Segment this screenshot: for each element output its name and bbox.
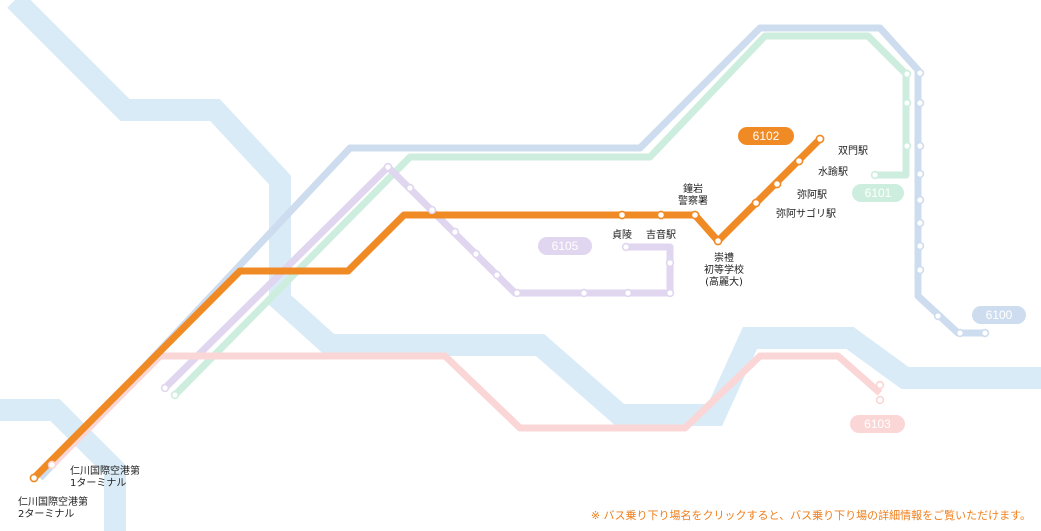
route-6102-stop[interactable] xyxy=(794,156,804,166)
route-6101-stop[interactable] xyxy=(170,390,180,400)
station-label-sungrye[interactable]: 崇禮 初等学校 (高麗大) xyxy=(704,253,744,288)
route-6102-stop[interactable] xyxy=(29,473,39,483)
route-6105-stop[interactable] xyxy=(471,249,481,259)
route-6105-stop[interactable] xyxy=(427,205,437,215)
route-6101-stops xyxy=(170,69,912,400)
route-6100-stop[interactable] xyxy=(915,68,925,78)
route-6105-stop[interactable] xyxy=(383,162,393,172)
route-6103-stop[interactable] xyxy=(875,395,885,405)
route-6103-stop[interactable] xyxy=(47,460,57,470)
route-6103-stops xyxy=(47,380,885,470)
route-6100-stop[interactable] xyxy=(915,141,925,151)
route-6103-stop[interactable] xyxy=(875,380,885,390)
route-6102-stop[interactable] xyxy=(713,236,723,246)
route-6105-stop[interactable] xyxy=(492,270,502,280)
route-6102-stop[interactable] xyxy=(815,134,825,144)
route-6100-line xyxy=(37,24,985,481)
station-label-suyu[interactable]: 水踰駅 xyxy=(818,167,848,178)
route-6100-stop[interactable] xyxy=(915,265,925,275)
route-6100-stop[interactable] xyxy=(933,311,943,321)
station-label-mia[interactable]: 弥阿駅 xyxy=(797,190,827,201)
route-6105-stops xyxy=(160,162,675,393)
route-6100-badge[interactable]: 6100 xyxy=(972,306,1026,324)
route-6100-stop[interactable] xyxy=(915,98,925,108)
route-6100-stop[interactable] xyxy=(980,328,990,338)
route-6105-line xyxy=(162,163,674,391)
route-6102-stop[interactable] xyxy=(751,198,761,208)
route-6102-stop[interactable] xyxy=(690,210,700,220)
route-6105-stop[interactable] xyxy=(512,288,522,298)
route-6105-stop[interactable] xyxy=(623,288,633,298)
route-6101-stop[interactable] xyxy=(902,69,912,79)
route-6101-stop[interactable] xyxy=(870,170,880,180)
route-6101-badge[interactable]: 6101 xyxy=(852,184,904,202)
route-6102-stops xyxy=(29,134,825,483)
route-6100-stop[interactable] xyxy=(915,195,925,205)
station-label-incheon-t1[interactable]: 仁川国際空港第 1ターミナル xyxy=(70,466,140,489)
route-6105-stop[interactable] xyxy=(665,288,675,298)
route-6100-stop[interactable] xyxy=(955,328,965,338)
route-6102-badge[interactable]: 6102 xyxy=(738,127,794,145)
route-6101-stop[interactable] xyxy=(902,141,912,151)
station-label-jongam[interactable]: 鐘岩 警察署 xyxy=(678,184,708,207)
route-6105-badge[interactable]: 6105 xyxy=(538,237,592,255)
route-6103-badge[interactable]: 6103 xyxy=(850,415,905,433)
background-road-top xyxy=(7,0,1041,426)
route-6105-stop[interactable] xyxy=(450,227,460,237)
notice-text: ※ バス乗り下り場名をクリックすると、バス乗り下り場の詳細情報をご覧いただけます… xyxy=(590,509,1031,522)
route-6101-line xyxy=(172,32,910,398)
route-6100-stops xyxy=(915,68,990,338)
route-6101-stop[interactable] xyxy=(902,98,912,108)
station-label-ssangmun[interactable]: 双門駅 xyxy=(838,146,868,157)
route-6105-stop[interactable] xyxy=(621,242,631,252)
station-label-mia-sageori[interactable]: 弥阿サゴリ駅 xyxy=(776,209,836,220)
station-label-gireum[interactable]: 吉音駅 xyxy=(646,230,676,241)
route-6105-stop[interactable] xyxy=(665,258,675,268)
station-label-jeongneung[interactable]: 貞陵 xyxy=(612,230,632,241)
route-6100-stop[interactable] xyxy=(915,218,925,228)
route-6105-stop[interactable] xyxy=(160,383,170,393)
route-6103-line xyxy=(49,352,883,468)
route-6102-stop[interactable] xyxy=(656,210,666,220)
route-6100-stop[interactable] xyxy=(915,241,925,251)
route-6102-stop[interactable] xyxy=(772,179,782,189)
station-label-incheon-t2[interactable]: 仁川国際空港第 2ターミナル xyxy=(18,497,88,520)
route-6100-stop[interactable] xyxy=(915,169,925,179)
background-road-bottom-left xyxy=(0,399,126,531)
route-6105-stop[interactable] xyxy=(405,183,415,193)
route-6105-stop[interactable] xyxy=(579,288,589,298)
route-6102-stop[interactable] xyxy=(617,210,627,220)
